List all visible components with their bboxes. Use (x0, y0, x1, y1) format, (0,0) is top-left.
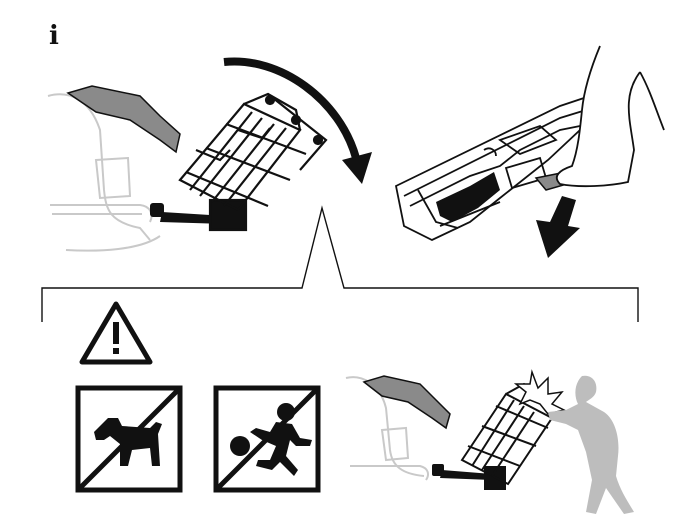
person-silhouette (548, 375, 634, 514)
bike-carrier (178, 92, 328, 232)
warning-triangle-icon (79, 301, 153, 365)
impact-burst (513, 369, 567, 415)
info-icon: i (49, 21, 59, 51)
foot-pedal-release-illustration (394, 45, 665, 258)
carrier-tilt-illustration (47, 57, 372, 252)
callout-bracket (41, 205, 639, 322)
down-arrow (536, 196, 580, 258)
no-child-playing-sign (213, 385, 321, 493)
child-icon (230, 403, 312, 476)
no-dog-sign (75, 385, 183, 493)
impact-hazard-illustration (345, 369, 634, 514)
car-rear-outline (47, 93, 161, 252)
leg-outline (555, 45, 665, 188)
rotation-arrow (223, 57, 372, 184)
tailgate (66, 85, 181, 154)
tailgate (362, 375, 451, 430)
rear-light (436, 172, 500, 222)
